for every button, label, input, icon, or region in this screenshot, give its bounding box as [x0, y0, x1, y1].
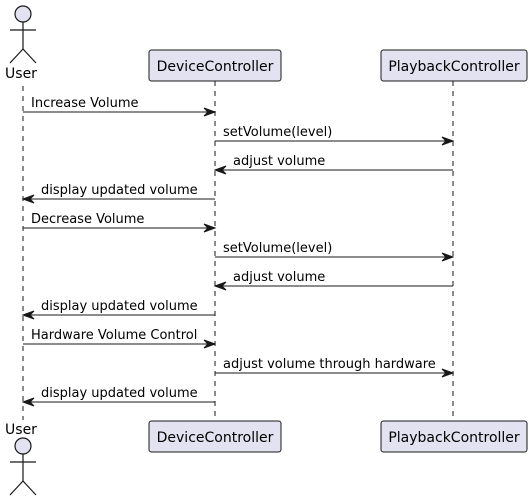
message-label: adjust volume through hardware — [223, 357, 436, 372]
arrowhead-icon — [441, 136, 455, 146]
arrowhead-icon — [21, 310, 35, 320]
message-label: display updated volume — [41, 386, 198, 401]
arrowhead-icon — [441, 252, 455, 262]
message-2: setVolume(level) — [215, 125, 455, 146]
message-label: display updated volume — [41, 299, 198, 314]
actor-icon — [9, 5, 37, 64]
message-label: setVolume(level) — [223, 125, 332, 140]
arrowhead-icon — [203, 223, 217, 233]
message-1: Increase Volume — [23, 96, 217, 117]
participant-label-user-bottom: User — [5, 422, 37, 438]
participant-label-devicecontroller-bottom: DeviceController — [157, 430, 274, 446]
participant-user-bottom: User — [5, 422, 37, 496]
participant-label-playbackcontroller-bottom: PlaybackController — [388, 430, 520, 446]
message-10: adjust volume through hardware — [215, 357, 455, 378]
arrowhead-icon — [213, 281, 227, 291]
arrowhead-icon — [21, 397, 35, 407]
arrowhead-icon — [203, 339, 217, 349]
message-9: Hardware Volume Control — [23, 328, 217, 349]
message-label: Hardware Volume Control — [31, 328, 197, 343]
message-3: adjust volume — [213, 154, 453, 175]
message-label: display updated volume — [41, 183, 198, 198]
messages: Increase Volume setVolume(level) adjust vo… — [21, 96, 455, 407]
participant-label-devicecontroller-top: DeviceController — [157, 59, 274, 75]
participant-playbackcontroller-top: PlaybackController — [380, 49, 528, 82]
message-label: Decrease Volume — [31, 212, 144, 227]
message-7: adjust volume — [213, 270, 453, 291]
message-label: adjust volume — [233, 154, 325, 169]
arrowhead-icon — [441, 368, 455, 378]
message-11: display updated volume — [21, 386, 215, 407]
arrowhead-icon — [203, 107, 217, 117]
participant-label-playbackcontroller-top: PlaybackController — [388, 59, 520, 75]
message-8: display updated volume — [21, 299, 215, 320]
message-label: Increase Volume — [31, 96, 139, 111]
message-5: Decrease Volume — [23, 212, 217, 233]
participant-playbackcontroller-bottom: PlaybackController — [380, 420, 528, 453]
arrowhead-icon — [21, 194, 35, 204]
lifelines — [22, 81, 454, 420]
message-label: adjust volume — [233, 270, 325, 285]
arrowhead-icon — [213, 165, 227, 175]
participant-devicecontroller-bottom: DeviceController — [148, 420, 282, 453]
message-4: display updated volume — [21, 183, 215, 204]
participant-user-top: User — [5, 5, 37, 82]
participant-devicecontroller-top: DeviceController — [148, 49, 282, 82]
message-label: setVolume(level) — [223, 241, 332, 256]
message-6: setVolume(level) — [215, 241, 455, 262]
actor-icon — [9, 437, 37, 496]
participant-label-user-top: User — [5, 66, 37, 82]
